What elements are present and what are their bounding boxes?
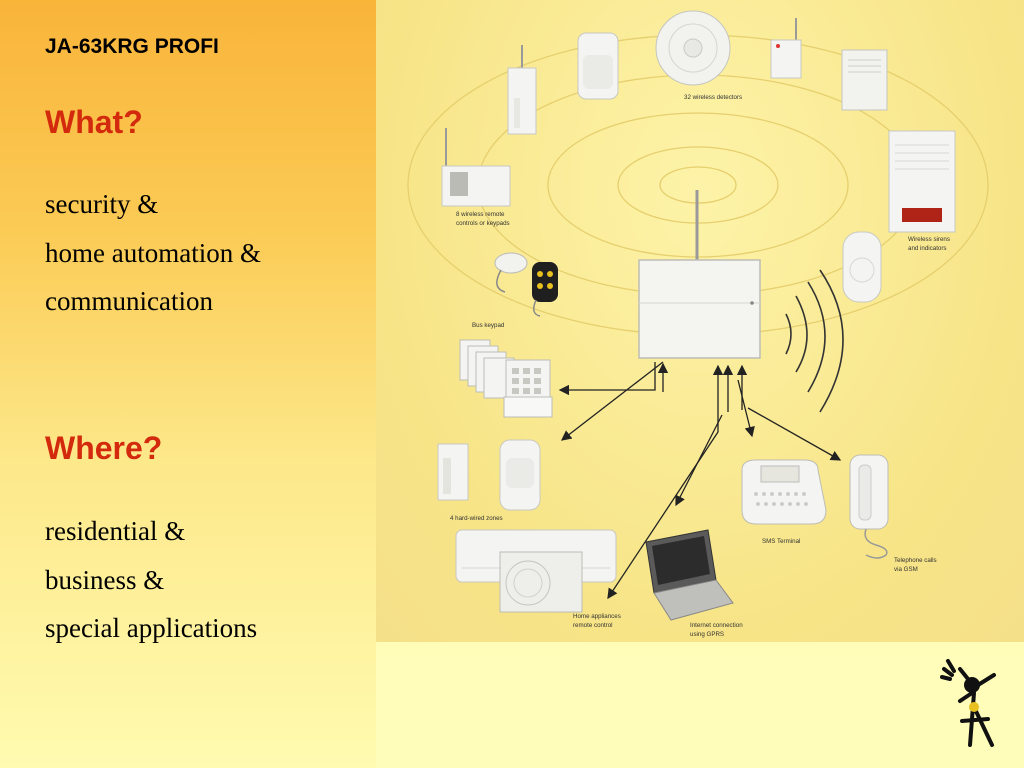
air-conditioner-icon	[456, 530, 616, 612]
hardwired-zones-label: 4 hard-wired zones	[450, 515, 503, 522]
gas-detector-icon	[842, 50, 887, 110]
appliances-label-2: remote control	[573, 622, 613, 629]
remote-controls-label-2: controls or keypads	[456, 220, 510, 227]
system-diagram: 32 wireless detectors 8 wireless remote …	[376, 0, 1024, 642]
where-heading: Where?	[45, 430, 162, 467]
wireless-transmitter-icon	[771, 18, 801, 78]
laptop-icon	[646, 530, 733, 620]
siren-icon	[889, 131, 955, 232]
hardwired-detector-icon	[438, 440, 540, 510]
telephone-icon	[850, 455, 888, 558]
where-item: business &	[45, 556, 257, 605]
keypad-icon	[460, 340, 552, 417]
appliances-label-1: Home appliances	[573, 613, 621, 620]
indoor-siren-icon	[843, 232, 881, 302]
what-item: security &	[45, 180, 261, 229]
where-list: residential & business & special applica…	[45, 507, 257, 653]
internet-label-1: Internet connection	[690, 622, 743, 629]
phone-label-2: via GSM	[894, 566, 918, 573]
system-diagram-svg: 32 wireless detectors 8 wireless remote …	[376, 0, 1024, 642]
what-item: communication	[45, 277, 261, 326]
bus-keypad-label: Bus keypad	[472, 322, 505, 329]
pir-detector-icon	[578, 33, 618, 99]
where-item: special applications	[45, 604, 257, 653]
sirens-label-1: Wireless sirens	[908, 236, 950, 243]
slide-title: JA-63KRG PROFI	[45, 35, 219, 59]
sirens-label-2: and indicators	[908, 245, 947, 252]
what-heading: What?	[45, 104, 143, 141]
wireless-detectors-label: 32 wireless detectors	[684, 94, 742, 101]
remote-controls-label-1: 8 wireless remote	[456, 211, 505, 218]
phone-label-1: Telephone calls	[894, 557, 937, 564]
what-item: home automation &	[45, 229, 261, 278]
smoke-detector-icon	[656, 11, 730, 85]
sms-terminal-label: SMS Terminal	[762, 538, 800, 545]
door-contact-icon	[508, 45, 536, 134]
control-unit-icon	[639, 190, 760, 358]
internet-label-2: using GPRS	[690, 631, 724, 638]
mascot-logo	[938, 655, 1004, 749]
remote-keypad-icon	[442, 128, 510, 206]
sms-terminal-icon	[742, 460, 826, 524]
where-item: residential &	[45, 507, 257, 556]
gsm-waves-icon	[786, 270, 843, 412]
what-list: security & home automation & communicati…	[45, 180, 261, 326]
